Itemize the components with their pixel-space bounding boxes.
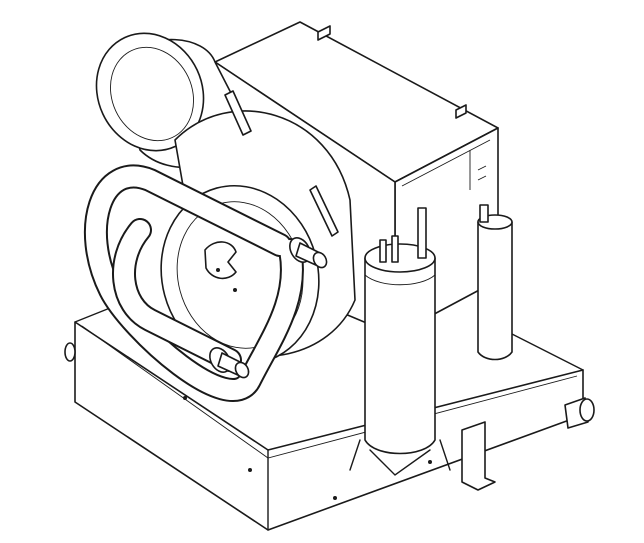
drain-fitting-left <box>64 342 76 362</box>
mounting-bracket <box>461 421 496 491</box>
receiver-cylinder <box>477 204 513 361</box>
coil-tubes <box>84 164 328 402</box>
compressor <box>349 207 451 476</box>
drain-fitting-right <box>564 397 595 429</box>
